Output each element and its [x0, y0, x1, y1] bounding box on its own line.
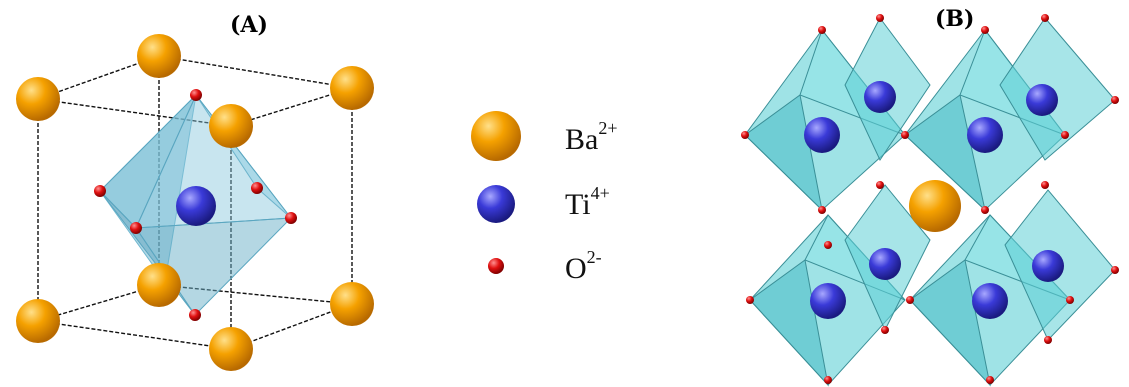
legend-ti-icon: [477, 185, 515, 223]
o-atom: [1111, 266, 1119, 274]
legend-ba-icon: [471, 111, 521, 161]
o-atom: [1044, 336, 1052, 344]
o-atom: [981, 26, 989, 34]
ti-atom: [804, 117, 840, 153]
legend-markers: [471, 111, 521, 274]
ti-atom: [1032, 250, 1064, 282]
unit-cell-a: [16, 34, 374, 371]
ti-atom: [176, 186, 216, 226]
panel-b-label: (B): [935, 6, 975, 32]
o-atoms-a: [94, 89, 297, 321]
o-atom: [251, 182, 263, 194]
ba-atoms-a: [16, 34, 374, 371]
o-atom: [1041, 181, 1049, 189]
o-atoms-b: [741, 14, 1119, 384]
o-atom: [986, 376, 994, 384]
ti-atom: [972, 283, 1008, 319]
ba-atom: [16, 77, 60, 121]
octahedron-b: [999, 17, 1116, 161]
o-atom: [824, 241, 832, 249]
o-atom: [285, 212, 297, 224]
o-atom: [818, 26, 826, 34]
o-atom: [981, 206, 989, 214]
legend-ti-label: Ti4+: [565, 183, 610, 221]
o-atom: [130, 222, 142, 234]
ti-atom: [967, 117, 1003, 153]
o-atom: [189, 309, 201, 321]
ba-atom: [209, 327, 253, 371]
ti-atom: [1026, 84, 1058, 116]
o-atom: [818, 206, 826, 214]
ba-atom: [330, 282, 374, 326]
ba-atom: [209, 104, 253, 148]
o-atom: [746, 296, 754, 304]
o-atom: [1041, 14, 1049, 22]
o-atom: [94, 185, 106, 197]
ba-atom: [909, 180, 961, 232]
ti-atom: [864, 81, 896, 113]
ba-atom: [16, 299, 60, 343]
o-atom: [1111, 96, 1119, 104]
o-atom: [901, 131, 909, 139]
o-atom: [881, 326, 889, 334]
o-atom: [1061, 131, 1069, 139]
o-atom: [741, 131, 749, 139]
ti-atom: [869, 248, 901, 280]
o-atom: [876, 181, 884, 189]
ba-atom: [137, 34, 181, 78]
ba-atom: [137, 263, 181, 307]
ba-atom: [330, 66, 374, 110]
legend-ba-label: Ba2+: [565, 118, 618, 156]
o-atom: [1066, 296, 1074, 304]
o-atom: [190, 89, 202, 101]
legend-o-label: O2-: [565, 247, 602, 285]
ti-atoms-b: [804, 81, 1064, 319]
ti-atom: [810, 283, 846, 319]
legend-o-icon: [488, 258, 504, 274]
panel-a-label: (A): [230, 12, 268, 38]
o-atom: [824, 376, 832, 384]
o-atom: [906, 296, 914, 304]
o-atom: [876, 14, 884, 22]
